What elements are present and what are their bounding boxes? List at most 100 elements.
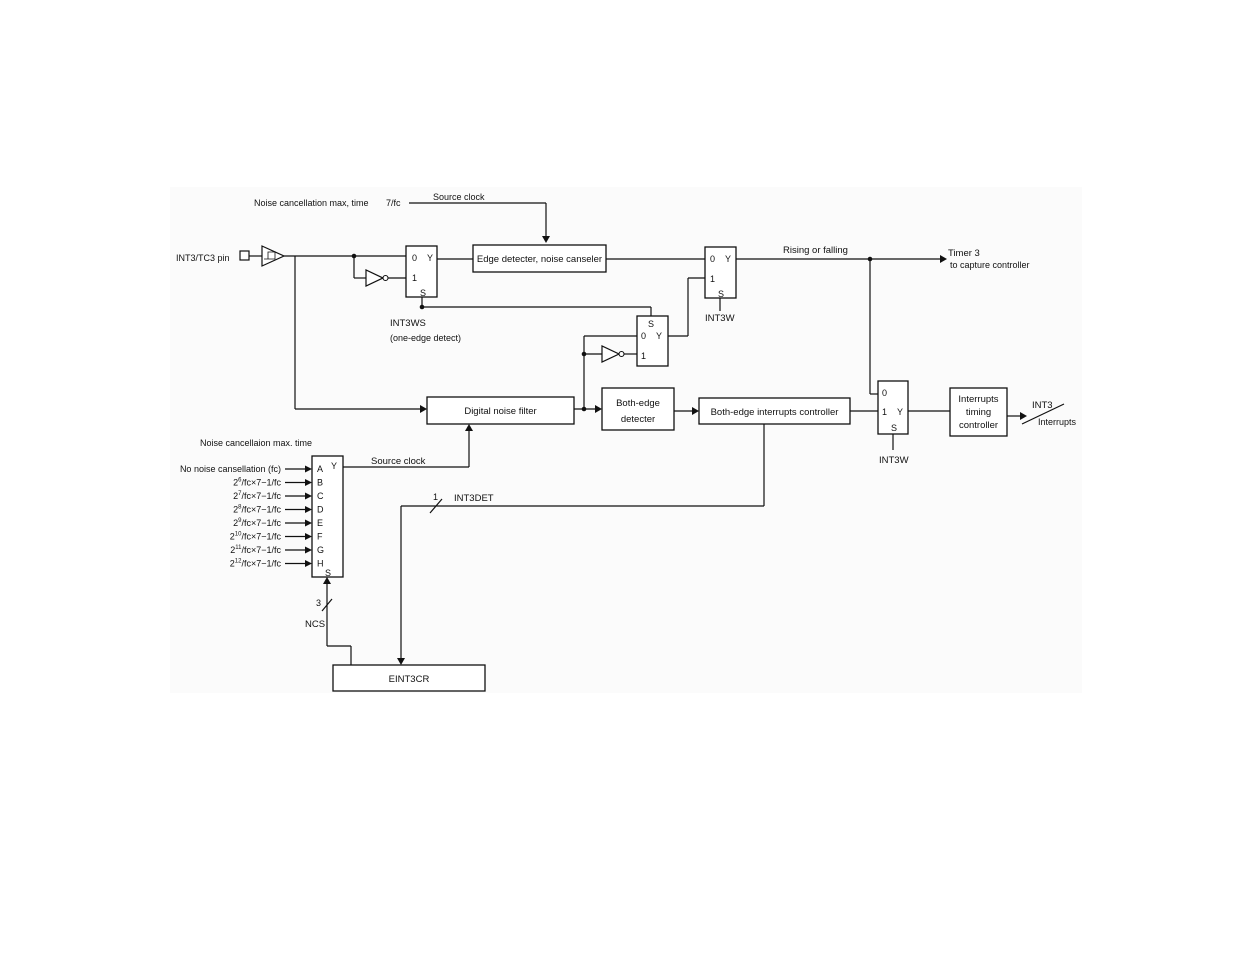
int3det-label: INT3DET	[454, 493, 494, 504]
mux4-box	[877, 380, 909, 435]
filter-clock-arrow	[465, 424, 473, 431]
itc-label-2: timing	[966, 407, 991, 418]
selector-inputs: No noise cansellation (fc) A 26/fc×7−1/fc B…	[180, 464, 324, 569]
selector-input-label: No noise cansellation (fc)	[180, 464, 281, 474]
int3det-slash	[429, 498, 443, 514]
edge-detector-box	[472, 244, 607, 273]
mux4-in0: 0	[882, 388, 887, 398]
selector-input-label: 212/fc×7−1/fc	[230, 559, 282, 569]
pin-square	[239, 250, 250, 261]
int3-arrow	[1020, 412, 1027, 420]
selector-input-arrow	[305, 506, 312, 513]
ncs-arrow	[323, 577, 331, 584]
itc-box	[949, 387, 1008, 437]
selector-port-label: E	[317, 518, 323, 528]
mux3-sel: S	[648, 319, 654, 329]
mux1-in1: 1	[412, 273, 417, 283]
mux4-out: Y	[897, 407, 903, 417]
selector-input-label: 27/fc×7−1/fc	[233, 491, 281, 501]
selector-port-label: F	[317, 532, 323, 542]
both-edge-detector-box	[601, 387, 675, 431]
selector-source-clock: Source clock	[371, 456, 426, 467]
mux1-box	[405, 245, 438, 298]
itc-label-1: Interrupts	[958, 394, 998, 405]
mux2-in1: 1	[710, 274, 715, 284]
both-edge-label-2: detecter	[621, 414, 655, 425]
selector-input-row: 211/fc×7−1/fc G	[230, 545, 324, 555]
ctrl-arrow	[692, 407, 699, 415]
schmitt-buffer	[261, 245, 286, 267]
selector-port-label: C	[317, 491, 324, 501]
ncs-label: NCS	[305, 619, 325, 630]
digital-noise-filter-label: Digital noise filter	[464, 406, 536, 417]
selector-input-row: 26/fc×7−1/fc B	[233, 478, 323, 488]
filter-input-arrow	[420, 405, 427, 413]
selector-port-label: A	[317, 464, 323, 474]
selector-input-row: 212/fc×7−1/fc H	[230, 559, 324, 569]
selector-sel: S	[325, 568, 331, 578]
selector-input-row: 27/fc×7−1/fc C	[233, 491, 324, 501]
selector-input-label: 26/fc×7−1/fc	[233, 478, 281, 488]
source-clock-top-arrow	[542, 236, 550, 243]
both-edge-label-1: Both-edge	[616, 398, 660, 409]
both-edge-ctrl-label: Both-edge interrupts controller	[711, 407, 839, 418]
mux2-in0: 0	[710, 254, 715, 264]
itc-label-3: controller	[959, 420, 998, 431]
mux4-in1: 1	[882, 407, 887, 417]
selector-input-label: 28/fc×7−1/fc	[233, 505, 281, 515]
selector-input-row: No noise cansellation (fc) A	[180, 464, 323, 474]
both-edge-arrow	[595, 405, 602, 413]
capture-controller-label: to capture controller	[950, 260, 1030, 270]
diagram-panel	[170, 187, 1082, 693]
selector-title: Noise cancellaion max. time	[200, 438, 312, 448]
selector-mux-box	[311, 455, 344, 578]
selector-input-label: 211/fc×7−1/fc	[230, 545, 281, 555]
noise-max-value: 7/fc	[386, 198, 401, 208]
selector-input-arrow	[305, 519, 312, 527]
selector-port-label: D	[317, 505, 324, 515]
selector-input-arrow	[305, 465, 312, 473]
inverter2-bubble	[618, 350, 625, 358]
ncs-width: 3	[316, 598, 321, 608]
selector-input-label: 29/fc×7−1/fc	[233, 518, 281, 528]
inverter2	[601, 345, 621, 363]
interrupts-label: Interrupts	[1038, 417, 1077, 427]
selector-port-label: B	[317, 478, 323, 488]
timer3-label: Timer 3	[948, 248, 980, 259]
mux3-in0: 0	[641, 331, 646, 341]
edge-detector-label: Edge detecter, noise canseler	[477, 254, 602, 265]
junction-dot	[581, 406, 587, 412]
mux3-in1: 1	[641, 351, 646, 361]
eint3cr-arrow	[397, 658, 405, 665]
noise-max-label: Noise cancellation max, time	[254, 198, 369, 208]
mux3-box	[636, 315, 669, 367]
timer3-arrow	[940, 255, 947, 263]
mux2-box	[704, 246, 737, 299]
selector-input-arrow	[305, 492, 312, 500]
eint3cr-label: EINT3CR	[389, 674, 430, 685]
int3-bus-slash	[1021, 403, 1065, 425]
inverter1	[365, 269, 385, 287]
int3ws-desc: (one-edge detect)	[390, 333, 461, 343]
mux2-out: Y	[725, 254, 731, 264]
digital-noise-filter-box	[426, 396, 575, 425]
selector-out: Y	[331, 461, 337, 471]
selector-input-arrow	[305, 546, 312, 554]
mux1-out: Y	[427, 253, 433, 263]
int3-label: INT3	[1032, 400, 1053, 411]
ncs-slash	[321, 598, 333, 612]
inverter1-bubble	[382, 274, 389, 282]
mux2-sel: S	[718, 289, 724, 299]
mux1-in0: 0	[412, 253, 417, 263]
selector-port-label: H	[317, 559, 324, 569]
mux3-out: Y	[656, 331, 662, 341]
mux4-sel-label: INT3W	[879, 455, 909, 466]
selector-input-arrow	[305, 533, 312, 540]
mux2-sel-label: INT3W	[705, 313, 735, 324]
eint3cr-box	[332, 664, 486, 692]
rising-falling-label: Rising or falling	[783, 245, 848, 256]
selector-port-label: G	[317, 545, 324, 555]
selector-input-arrow	[305, 560, 312, 567]
